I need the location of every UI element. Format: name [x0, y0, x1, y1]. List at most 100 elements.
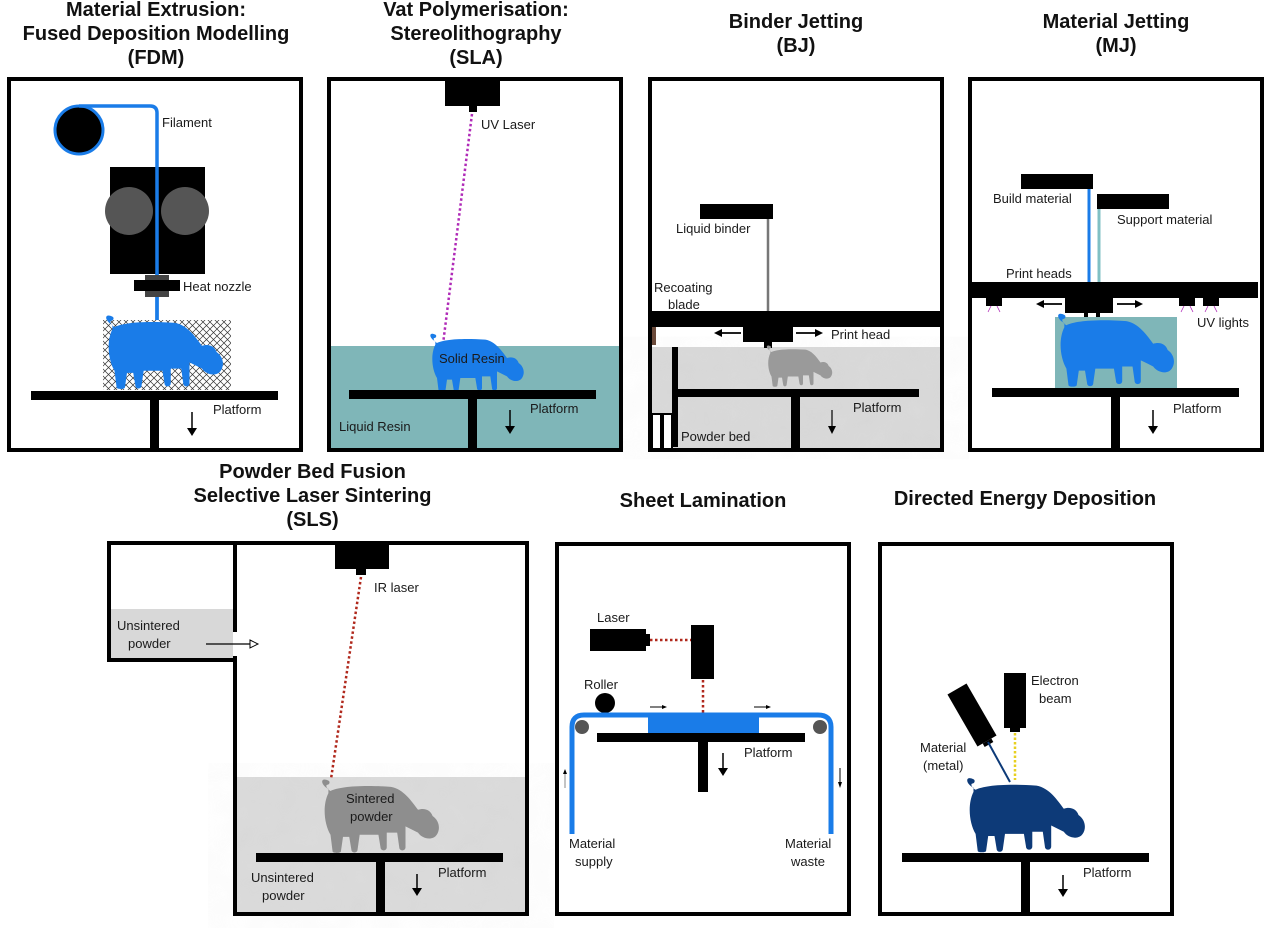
platform-stem	[376, 862, 385, 914]
platform-label: Platform	[438, 865, 486, 880]
laser-source	[590, 629, 646, 651]
sheet-title: Sheet Lamination	[619, 490, 787, 512]
build-platform	[992, 388, 1239, 397]
uv-light-left	[986, 298, 1002, 306]
roller-label: Roller	[584, 677, 619, 692]
sla-title: Vat Polymerisation: Stereolithography (S…	[383, 0, 569, 69]
heat-nozzle	[134, 280, 180, 291]
ir-laser-beam	[329, 576, 363, 780]
platform-label: Platform	[744, 745, 792, 760]
down-arrow-icon	[828, 410, 836, 434]
down-arrow-icon	[1148, 410, 1158, 434]
uv-laser-source	[445, 81, 500, 106]
laser-mirror-head	[691, 625, 714, 679]
build-platform	[672, 389, 919, 397]
platform-stem	[150, 400, 159, 450]
platform-label: Platform	[213, 402, 261, 417]
ir-laser-label: IR laser	[374, 580, 419, 595]
liquid-binder-reservoir	[700, 204, 773, 219]
platform-stem	[1021, 862, 1030, 914]
material-waste-label-2: waste	[790, 854, 825, 869]
uv-rays	[987, 305, 1218, 313]
bj-panel: Liquid binder Recoating blade Print head…	[648, 77, 944, 452]
print-heads-label: Print heads	[1006, 266, 1072, 281]
uv-lights-label: UV lights	[1197, 315, 1250, 330]
build-platform	[597, 733, 805, 742]
mj-frame	[968, 77, 1264, 452]
material-supply-label: Material	[569, 836, 615, 851]
drive-gear-right	[161, 187, 209, 235]
unsintered-powder-label: Unsintered	[117, 618, 180, 633]
uv-light-right-2	[1203, 298, 1219, 306]
uv-laser-label: UV Laser	[481, 117, 536, 132]
down-arrow-icon	[412, 874, 422, 896]
print-head	[743, 327, 793, 342]
right-arrow-icon	[796, 329, 823, 337]
filament-strand	[79, 104, 159, 320]
print-heads	[1065, 298, 1113, 313]
metal-wire	[987, 741, 1011, 783]
platform-stem	[698, 742, 708, 792]
right-guide-roller	[813, 720, 827, 734]
solid-resin-label: Solid Resin	[439, 351, 505, 366]
mj-title: Material Jetting (MJ)	[1042, 11, 1190, 57]
filament-label: Filament	[162, 115, 212, 130]
platform-label: Platform	[1083, 865, 1131, 880]
build-material-label: Build material	[993, 191, 1072, 206]
unsintered-bottom-label: Unsintered	[251, 870, 314, 885]
down-arrow-icon	[505, 410, 515, 434]
roller	[595, 693, 615, 713]
sintered-powder-label-2: powder	[350, 809, 393, 824]
material-waste-label: Material	[785, 836, 831, 851]
right-arrow-icon	[1117, 300, 1143, 308]
deposited-part	[967, 778, 1085, 853]
liquid-binder-label: Liquid binder	[676, 221, 751, 236]
down-arrow-icon	[1058, 875, 1068, 897]
bj-frame	[648, 77, 944, 452]
down-arrow-icon	[718, 753, 728, 776]
left-arrow-icon	[714, 329, 741, 337]
filament-spool	[53, 104, 105, 156]
mj-panel: Build material Support material Print he…	[968, 77, 1264, 452]
down-arrow-icon	[187, 412, 197, 436]
sheet-frame	[555, 542, 851, 916]
build-platform	[256, 853, 503, 862]
recoating-blade-label-2: blade	[668, 297, 700, 312]
sls-title: Powder Bed Fusion Selective Laser Sinter…	[193, 461, 432, 531]
support-material-reservoir	[1097, 194, 1169, 209]
build-material-reservoir	[1021, 174, 1093, 189]
material-metal-label: Material	[920, 740, 966, 755]
down-arrow-icon	[838, 768, 842, 788]
unsintered-powder-label-2: powder	[128, 636, 171, 651]
powder-feed	[110, 609, 233, 658]
electron-beam-gun	[1004, 673, 1026, 728]
gantry-rail	[652, 311, 940, 327]
ded-title: Directed Energy Deposition	[893, 488, 1157, 510]
sintered-powder-label: Sintered	[346, 791, 394, 806]
platform-label: Platform	[1173, 401, 1221, 416]
powder-feed-chamber	[107, 541, 237, 662]
powder-bed-label: Powder bed	[681, 429, 750, 444]
right-arrow-icon	[206, 639, 260, 649]
material-supply-label-2: supply	[575, 854, 613, 869]
sla-panel: UV Laser Solid Resin Platform Liquid Res…	[327, 77, 623, 452]
print-head-label: Print head	[831, 327, 890, 342]
build-platform	[902, 853, 1149, 862]
build-platform	[349, 390, 596, 399]
electron-beam-label-2: beam	[1039, 691, 1072, 706]
print-head-rail	[972, 282, 1258, 298]
sheet-panel: Laser Roller Platform Material supply Ma…	[555, 542, 851, 916]
fdm-panel: Filament Heat nozzle Platform	[7, 77, 303, 452]
platform-stem	[468, 399, 477, 449]
ded-panel: Electron beam Material (metal) Platform	[878, 542, 1174, 916]
build-platform	[31, 391, 278, 400]
platform-stem	[791, 397, 800, 449]
sls-panel: IR laser Unsintered powder Sintered powd…	[107, 541, 529, 916]
unsintered-bottom-label-2: powder	[262, 888, 305, 903]
uv-laser-beam	[441, 113, 474, 345]
uv-light-right-1	[1179, 298, 1195, 306]
fdm-title: Material Extrusion: Fused Deposition Mod…	[22, 0, 290, 69]
platform-stem	[1111, 397, 1120, 449]
platform-label: Platform	[853, 400, 901, 415]
